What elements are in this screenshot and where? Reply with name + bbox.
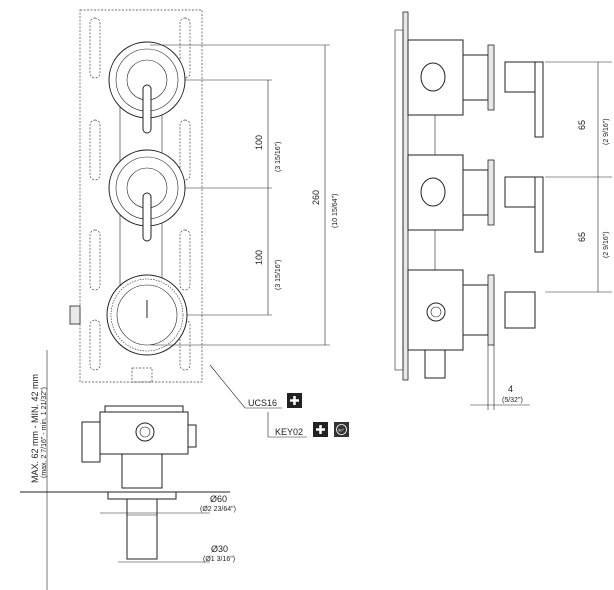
- mixer-handle-top: [108, 41, 186, 134]
- key02-label: KEY02: [275, 427, 303, 437]
- dim-100-top-imperial: (3 15/16"): [275, 141, 282, 172]
- mixer-handle-middle: [108, 149, 186, 242]
- dim-100-bottom: 100: [254, 250, 264, 265]
- front-view: 100 (3 15/16") 100 (3 15/16") 260 (10 15…: [69, 9, 339, 383]
- callouts: UCS16 KEY02 90°: [209, 364, 349, 438]
- dim-diameter-30: Ø30: [211, 544, 228, 554]
- dim-4: 4: [508, 384, 513, 394]
- dim-diameter-60: Ø60: [210, 494, 227, 504]
- dim-100-top: 100: [254, 135, 264, 150]
- dim-4-imperial: (5/32"): [502, 397, 523, 404]
- dim-depth-range: MAX. 62 mm - MIN. 42 mm: [30, 374, 40, 483]
- dim-diameter-30-imperial: (Ø1 3/16"): [203, 556, 235, 563]
- dim-65-upper: 65: [577, 120, 587, 130]
- mounting-plate-outline: [79, 9, 203, 383]
- dim-65-lower: 65: [577, 232, 587, 242]
- dim-diameter-60-imperial: (Ø2 23/64"): [200, 506, 236, 513]
- dim-260: 260: [311, 190, 321, 205]
- dim-65-upper-imperial: (2 9/16"): [603, 118, 610, 145]
- dim-65-lower-imperial: (2 9/16"): [603, 231, 610, 258]
- dim-depth-range-imperial: (max. 2 7/16" - min. 1 21/32"): [41, 387, 48, 478]
- dim-260-imperial: (10 15/64"): [332, 194, 339, 228]
- rotation-label: 90°: [338, 428, 344, 433]
- side-plate: [402, 11, 409, 381]
- side-view: 65 (2 9/16") 65 (2 9/16") 4 (5/32"): [394, 11, 612, 410]
- ucs16-label: UCS16: [248, 398, 277, 408]
- dim-100-bottom-imperial: (3 15/16"): [275, 259, 282, 290]
- thermostatic-knob: [69, 274, 188, 356]
- bottom-view: Ø60 (Ø2 23/64") Ø30 (Ø1 3/16") MAX. 62 m…: [20, 350, 236, 590]
